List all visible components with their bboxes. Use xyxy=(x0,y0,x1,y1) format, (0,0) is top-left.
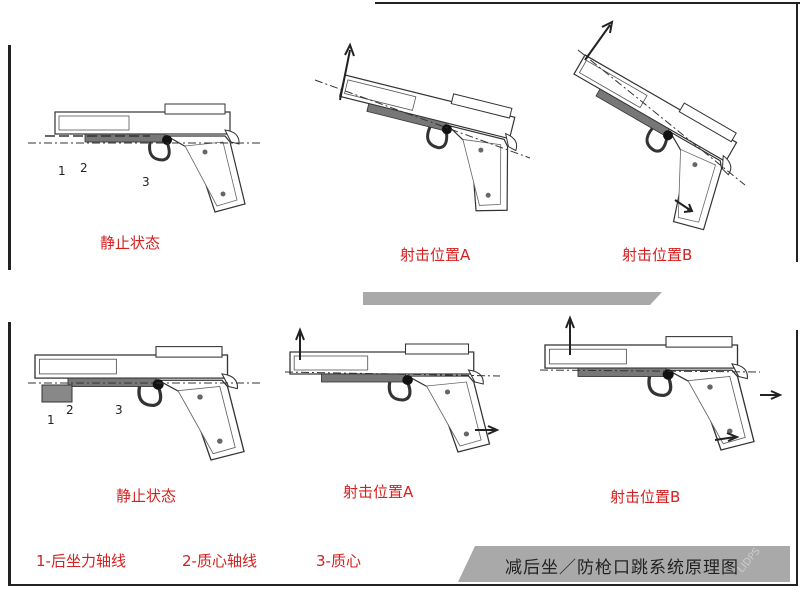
callout-1: 1 xyxy=(47,413,55,427)
divider-arrow-band xyxy=(363,292,662,305)
diagram-title: 减后坐／防枪口跳系统原理图 xyxy=(505,558,739,578)
pistol-bottom-fire-b xyxy=(543,334,756,452)
legend-recoil-axis: 1-后坐力轴线 xyxy=(36,552,126,570)
arrow-right-icon xyxy=(674,199,694,213)
callout-3: 3 xyxy=(115,403,123,417)
pistol-top-rest xyxy=(53,102,247,214)
axis-line-b xyxy=(539,369,761,373)
label-top-fire-a: 射击位置A xyxy=(400,246,471,264)
arrow-up-icon xyxy=(339,42,355,101)
callout-1: 1 xyxy=(58,164,66,178)
pistol-top-fire-b xyxy=(533,46,756,239)
bottom-frame xyxy=(8,322,798,586)
top-frame xyxy=(8,2,800,270)
label-bottom-fire-a: 射击位置A xyxy=(343,483,414,501)
label-bottom-rest: 静止状态 xyxy=(116,487,177,505)
legend-com: 3-质心 xyxy=(316,552,361,570)
pistol-bottom-fire-a xyxy=(288,342,492,454)
label-top-fire-b: 射击位置B xyxy=(622,246,693,264)
axis-line-b xyxy=(577,49,746,186)
arrow-up-icon xyxy=(565,315,575,355)
pistol-top-fire-a xyxy=(319,65,533,220)
title-band xyxy=(458,546,790,582)
axis-line-a xyxy=(284,371,501,377)
arrow-up-icon xyxy=(295,327,305,360)
callout-2: 2 xyxy=(80,161,88,175)
callout-3: 3 xyxy=(142,175,150,189)
arrow-right-icon xyxy=(714,432,740,442)
recoil-buffer xyxy=(41,384,73,403)
arrow-right-icon xyxy=(760,390,783,400)
label-top-rest: 静止状态 xyxy=(100,234,161,252)
callout-2: 2 xyxy=(66,403,74,417)
arrow-up-icon xyxy=(584,20,614,61)
label-bottom-fire-b: 射击位置B xyxy=(610,488,681,506)
legend-com-axis: 2-质心轴线 xyxy=(182,552,257,570)
arrow-right-icon xyxy=(475,425,500,435)
axis-line-a xyxy=(314,79,531,159)
